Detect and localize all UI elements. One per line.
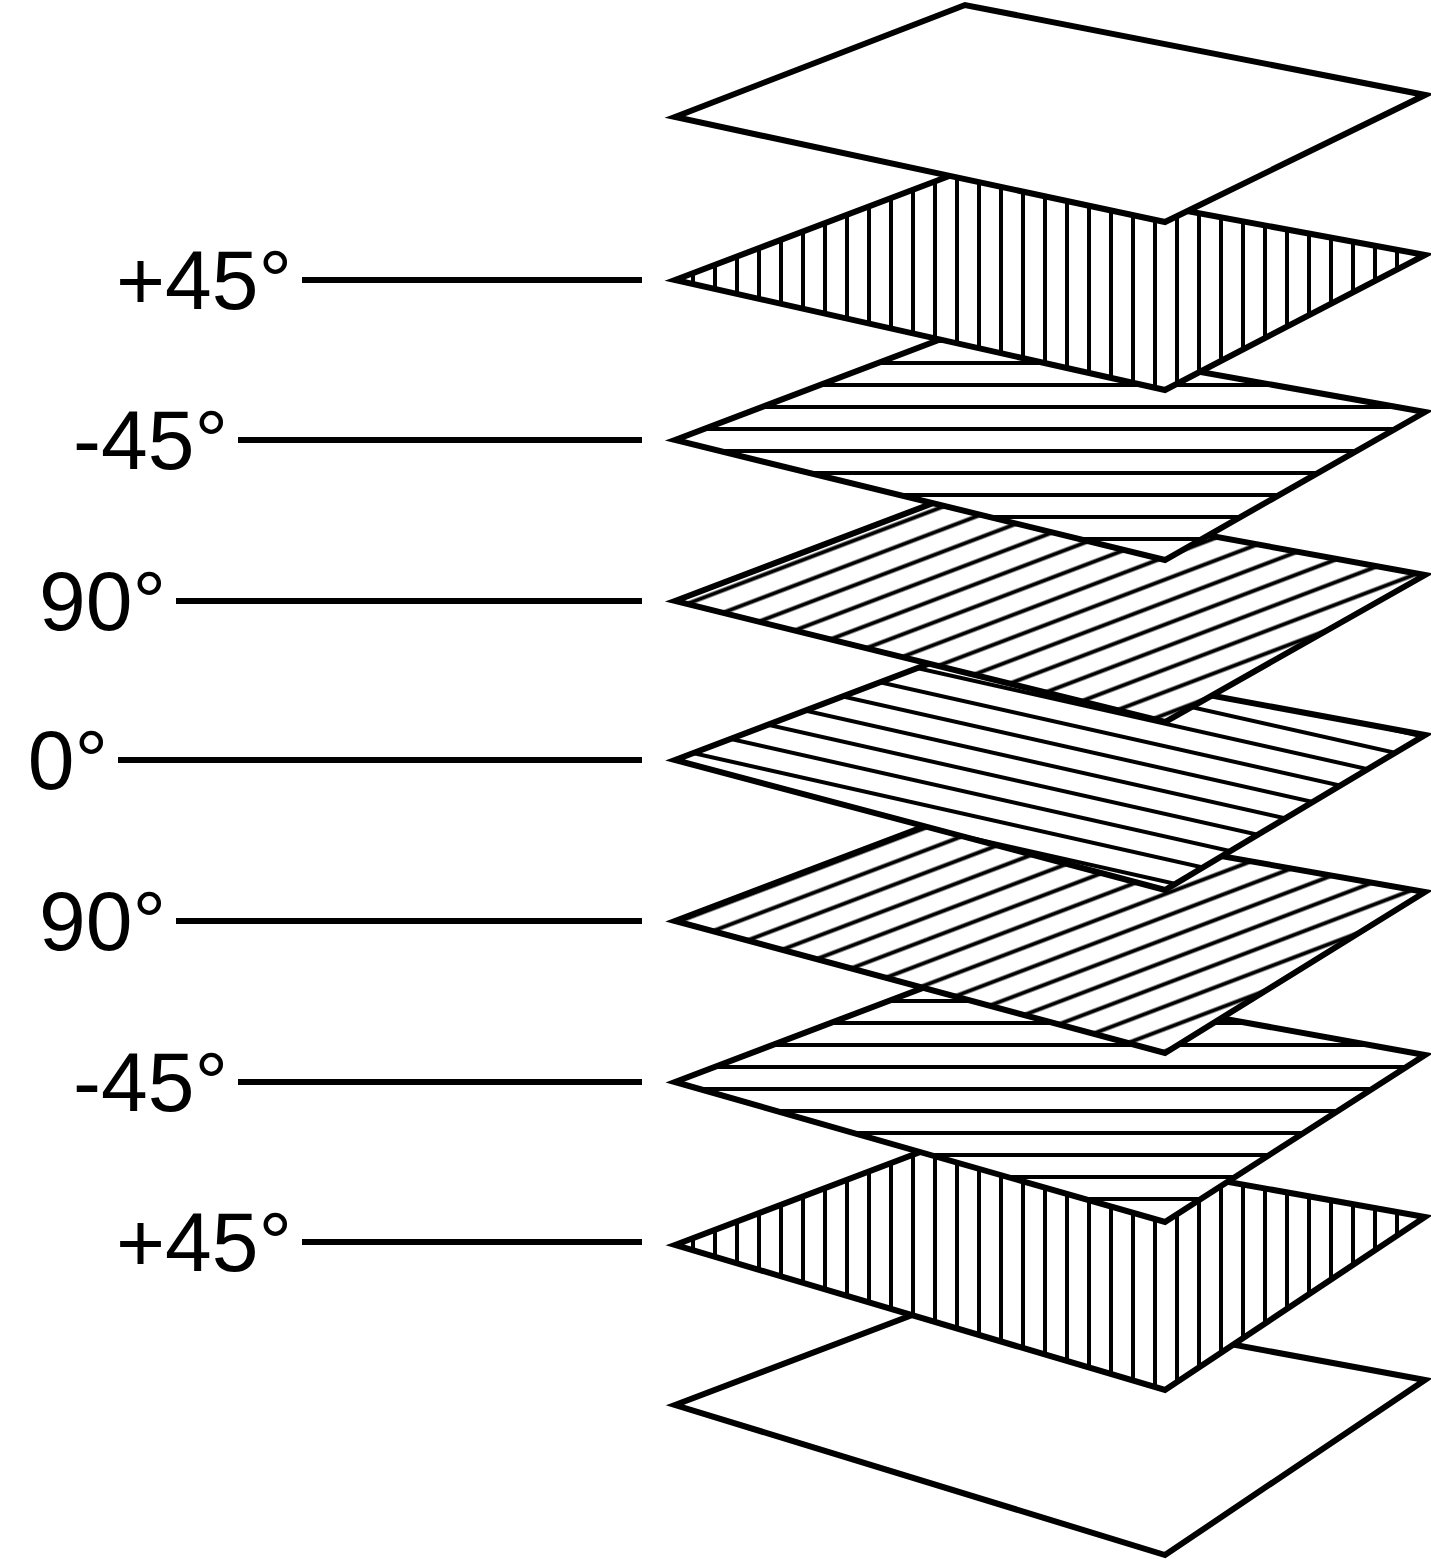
leader-line bbox=[238, 437, 642, 443]
ply-angle-label: -45° bbox=[73, 1040, 228, 1124]
ply-angle-label: +45° bbox=[116, 238, 292, 322]
leader-line bbox=[176, 598, 642, 604]
ply-angle-label: 0° bbox=[28, 718, 108, 802]
leader-line bbox=[118, 757, 642, 763]
ply-angle-label: +45° bbox=[116, 1200, 292, 1284]
ply-angle-label: 90° bbox=[39, 559, 166, 643]
ply-sheet bbox=[675, 170, 1425, 390]
ply-angle-label: 90° bbox=[39, 879, 166, 963]
leader-line bbox=[302, 277, 642, 283]
leader-line bbox=[302, 1239, 642, 1245]
face-sheet bbox=[675, 5, 1425, 222]
leader-line bbox=[176, 918, 642, 924]
ply-angle-label: -45° bbox=[73, 398, 228, 482]
leader-line bbox=[238, 1079, 642, 1085]
